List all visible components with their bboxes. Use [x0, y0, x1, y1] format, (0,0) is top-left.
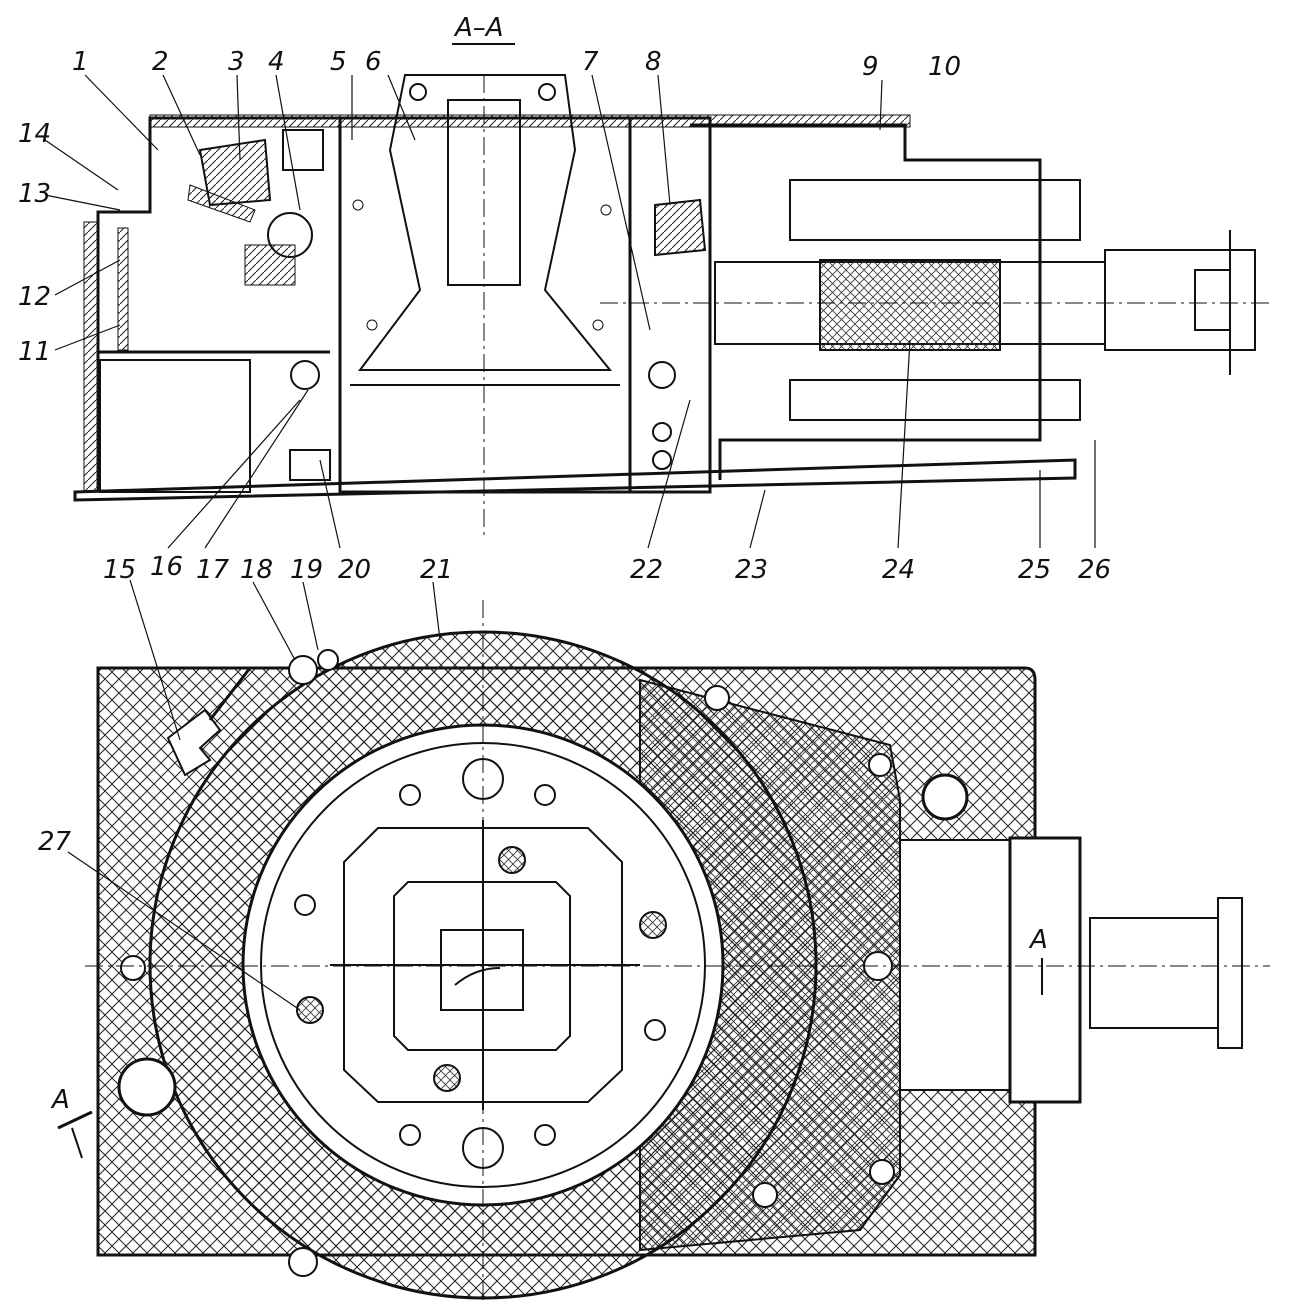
callout-13: 13 — [18, 179, 51, 209]
bevel-gear-8 — [654, 198, 707, 257]
callout-5: 5 — [330, 47, 347, 77]
callout-25: 25 — [1018, 555, 1051, 585]
callout-9: 9 — [862, 52, 879, 82]
latch-15 — [166, 708, 222, 777]
callout-18: 18 — [240, 555, 273, 585]
callout-20: 20 — [338, 555, 371, 585]
drum-outer — [338, 116, 632, 494]
callout-22: 22 — [630, 555, 663, 585]
base-plate — [73, 458, 1077, 502]
bolt-upper-mid — [704, 685, 730, 711]
block-20 — [289, 449, 331, 481]
callout-14: 14 — [18, 119, 51, 149]
gear-hub-left — [244, 244, 296, 286]
jaw-stud-top — [498, 846, 526, 874]
callout-1: 1 — [72, 47, 89, 77]
block-4 — [282, 129, 324, 171]
bolt-right-top — [921, 773, 969, 821]
right-wall — [628, 116, 712, 494]
drum-inner — [447, 99, 521, 286]
section-arrow-left — [71, 1127, 83, 1159]
callout-12: 12 — [18, 282, 51, 312]
jaw-stud-left — [296, 996, 324, 1024]
callout-21: 21 — [420, 555, 453, 585]
motor-casing — [690, 123, 1042, 480]
bolt-6a — [409, 83, 427, 101]
coupling-plan — [1089, 917, 1231, 1029]
callouts: 1 2 3 4 5 6 7 8 9 10 11 12 13 14 15 16 1… — [18, 47, 1111, 857]
bolt-left-lower — [117, 1057, 177, 1117]
callout-17: 17 — [196, 555, 230, 585]
output-flange — [1194, 269, 1231, 331]
section-marker-left: A — [50, 1085, 70, 1115]
left-housing-hatch — [83, 221, 99, 493]
hole-5d — [592, 319, 604, 331]
section-cut-left — [57, 1110, 93, 1130]
rotor-24 — [819, 259, 1001, 351]
gear-3 — [198, 138, 272, 207]
left-column — [99, 359, 251, 493]
callout-24: 24 — [882, 555, 915, 585]
shaft-11 — [117, 227, 129, 351]
hole-5a — [352, 199, 364, 211]
hole-5c — [366, 319, 378, 331]
callout-27: 27 — [38, 827, 72, 857]
callout-15: 15 — [103, 555, 136, 585]
jaw-frame-outer — [343, 827, 623, 1103]
callout-8: 8 — [645, 47, 662, 77]
callout-10: 10 — [928, 52, 961, 82]
callout-23: 23 — [735, 555, 768, 585]
hole-r — [644, 1019, 666, 1041]
latch-lever — [208, 667, 252, 721]
leader-lines — [44, 74, 1096, 1011]
motor-body-plan — [1008, 836, 1082, 1104]
hole-br — [534, 1124, 556, 1146]
callout-4: 4 — [268, 47, 285, 77]
hole-5b — [600, 204, 612, 216]
callout-7: 7 — [582, 47, 599, 77]
bearing-17 — [290, 360, 320, 390]
bolt-19 — [317, 649, 339, 671]
hole-bl — [399, 1124, 421, 1146]
bolt-22a — [652, 422, 672, 442]
output-coupling — [1104, 249, 1256, 351]
bolt-bottom — [288, 1247, 318, 1277]
hole-tl — [399, 784, 421, 806]
chuck-indicator — [454, 967, 501, 986]
bolt-6b — [538, 83, 556, 101]
bolt-right-lower — [869, 1159, 895, 1185]
bolt-18 — [288, 655, 318, 685]
callout-2: 2 — [152, 47, 169, 77]
bolt-22b — [652, 450, 672, 470]
callout-19: 19 — [290, 555, 323, 585]
flange-plan — [1217, 897, 1243, 1049]
hole-tr — [534, 784, 556, 806]
callout-26: 26 — [1078, 555, 1111, 585]
section-marker-right: A — [1028, 925, 1048, 955]
hole-l — [294, 894, 316, 916]
bolt-lower-mid — [752, 1182, 778, 1208]
callout-11: 11 — [18, 337, 51, 367]
callout-6: 6 — [365, 47, 382, 77]
section-view: A–A — [73, 13, 1270, 535]
bolt-upper-right — [868, 753, 892, 777]
callout-16: 16 — [150, 552, 183, 582]
section-title: A–A — [453, 13, 504, 43]
ring-inner — [260, 742, 706, 1188]
jaw-frame-inner — [393, 881, 571, 1051]
bolt-left-mid — [120, 955, 146, 981]
jaw-stud-right — [639, 911, 667, 939]
drum-funnel — [358, 74, 613, 371]
callout-3: 3 — [228, 47, 245, 77]
motor-upper-wall — [789, 179, 1081, 241]
motor-lower-wall — [789, 379, 1081, 421]
plan-view: A A — [50, 600, 1270, 1305]
bearing-7 — [648, 361, 676, 389]
jaw-stud-bottom — [433, 1064, 461, 1092]
gear-tooth-left — [187, 184, 256, 223]
